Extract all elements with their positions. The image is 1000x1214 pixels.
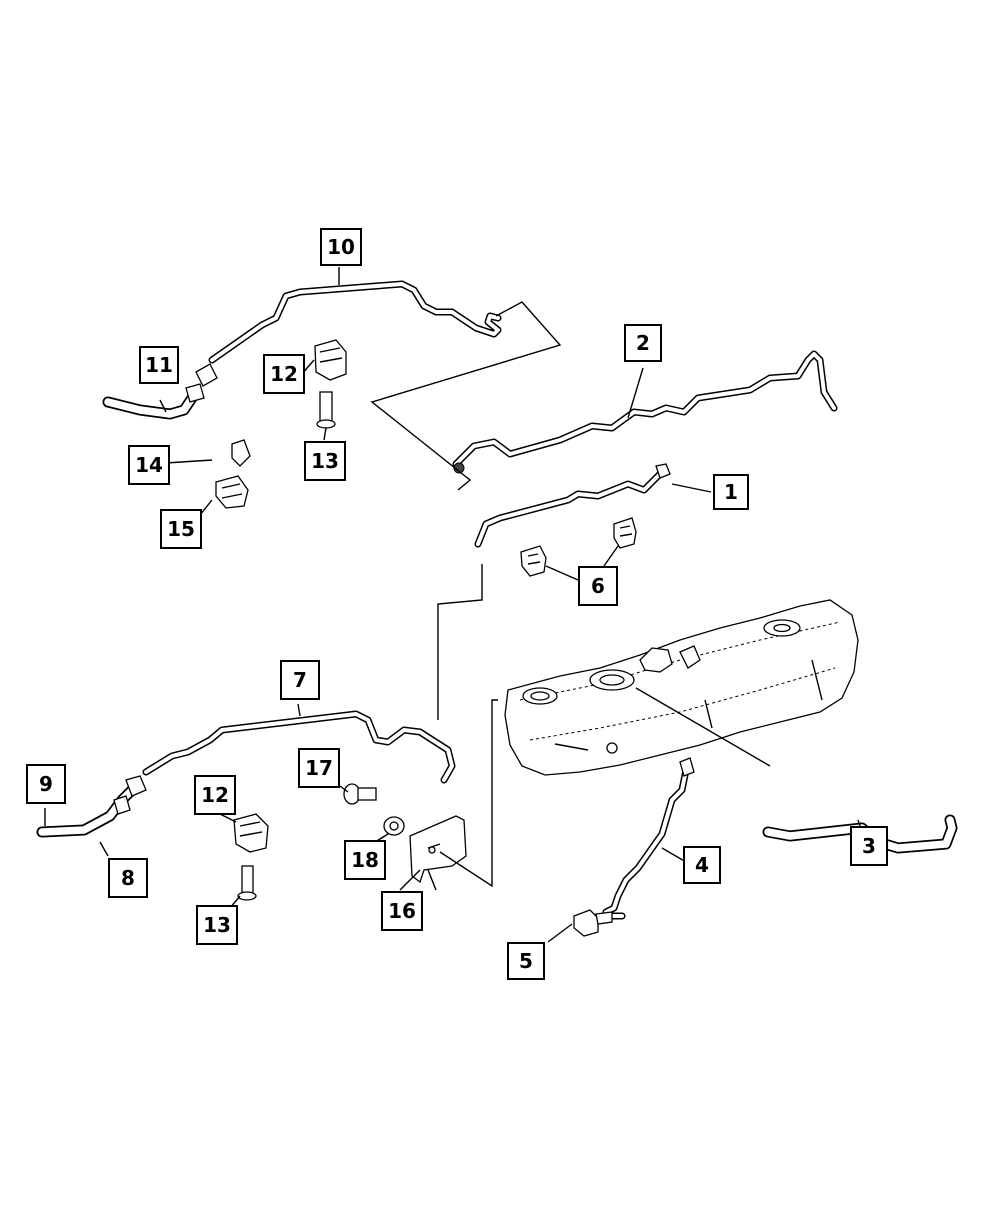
- nut-18: [383, 816, 405, 836]
- callout-15: 15: [160, 509, 202, 549]
- callout-12-upper: 12: [263, 354, 305, 394]
- clip-15: [215, 475, 249, 509]
- clip-6a: [520, 545, 547, 577]
- clip-12-upper: [314, 339, 347, 381]
- connector-5: [573, 909, 613, 937]
- callout-3: 3: [850, 826, 888, 866]
- callout-4: 4: [683, 846, 721, 884]
- fuel-hose-8: [36, 775, 147, 838]
- callout-18: 18: [344, 840, 386, 880]
- clip-14: [231, 439, 251, 467]
- callout-16: 16: [381, 891, 423, 931]
- bolt-17: [343, 783, 377, 805]
- callout-1: 1: [713, 474, 749, 510]
- callout-12-lower: 12: [194, 775, 236, 815]
- bracket-16: [409, 815, 467, 891]
- callout-2: 2: [624, 324, 662, 362]
- fuel-tube-2: [452, 350, 838, 474]
- fuel-hose-11: [102, 383, 205, 420]
- leader-lines: [44, 267, 863, 943]
- fuel-tube-4: [602, 757, 695, 920]
- clip-6b: [613, 517, 637, 549]
- fuel-hose-3: [762, 814, 958, 854]
- routing-guide-line-2: [437, 564, 483, 720]
- callout-13-lower: 13: [196, 905, 238, 945]
- callout-5: 5: [507, 942, 545, 980]
- fuel-tube-7: [142, 710, 456, 784]
- fuel-tube-1: [474, 463, 671, 548]
- leader-3-to-tank: [635, 687, 771, 767]
- callout-14: 14: [128, 445, 170, 485]
- callout-13-upper: 13: [304, 441, 346, 481]
- callout-6: 6: [578, 566, 618, 606]
- callout-8: 8: [108, 858, 148, 898]
- clip-12-lower: [233, 813, 269, 853]
- bolt-13-lower: [237, 865, 257, 901]
- routing-guide-line-3: [439, 699, 498, 888]
- callout-10: 10: [320, 228, 362, 266]
- callout-7: 7: [280, 660, 320, 700]
- callout-11: 11: [139, 346, 179, 384]
- callout-17: 17: [298, 748, 340, 788]
- fuel-tube-10: [195, 280, 502, 387]
- bolt-13-upper: [316, 391, 336, 429]
- callout-9: 9: [26, 764, 66, 804]
- routing-guide-line: [370, 301, 562, 491]
- fuel-tank: [504, 599, 859, 776]
